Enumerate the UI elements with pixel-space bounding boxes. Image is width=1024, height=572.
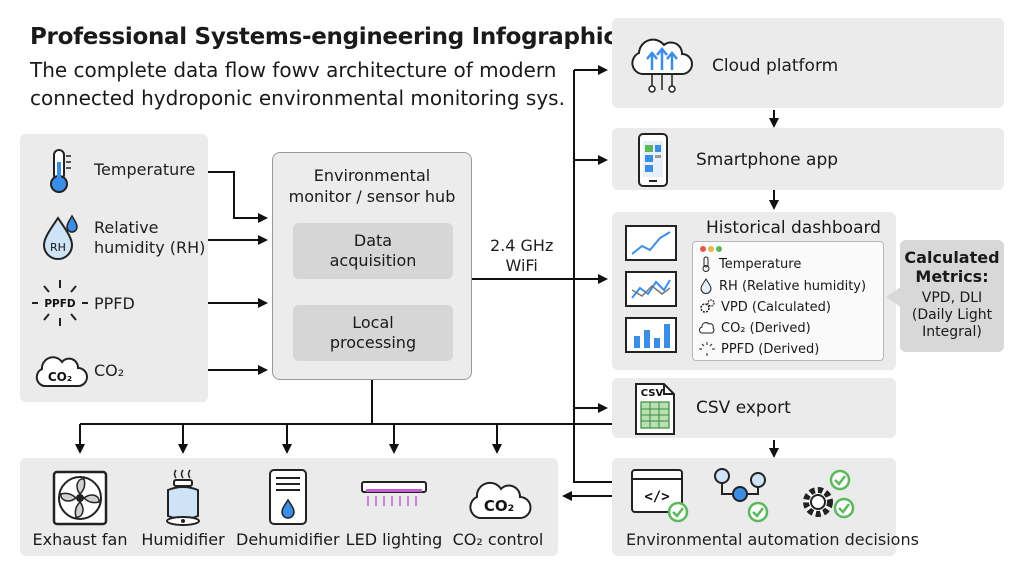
humidity-drop-icon [700,278,712,294]
sensor-label-ppfd: PPFD [94,294,135,313]
calculated-metrics-box: Calculated Metrics: VPD, DLI (Daily Ligh… [900,240,1004,352]
dashboard-row-label: VPD (Calculated) [721,299,831,315]
chart-thumbnails [625,225,677,353]
csv-file-icon: CSV [635,383,675,435]
humidifier-icon [166,469,200,526]
svg-text:RH: RH [50,241,66,254]
dashboard-row-label: PPFD (Derived) [721,341,820,357]
co2-cloud-icon [699,322,715,334]
page-title: Professional Systems-engineering Infogra… [30,24,617,50]
cloud-upload-icon [631,38,693,93]
code-window-icon: </> [631,469,689,523]
hub-title: Environmental monitor / sensor hub [288,166,456,206]
dashboard-row-rh: RH (Relative humidity) [699,276,866,296]
actuator-label-led-lighting: LED lighting [345,530,443,549]
sensor-label-humidity: Relative humidity (RH) [94,218,206,257]
metrics-pointer [886,286,902,308]
sensor-label-co2: CO₂ [94,361,125,380]
actuator-label-humidifier: Humidifier [141,530,225,549]
cloud-platform-label: Cloud platform [712,56,839,76]
metrics-title: Calculated Metrics: [904,248,1000,286]
dashboard-row-co2: CO₂ (Derived) [699,318,811,338]
csv-export-label: CSV export [696,398,791,418]
svg-text:</>: </> [644,489,669,505]
window-controls [700,246,722,252]
dashboard-row-ppfd: PPFD (Derived) [699,339,819,359]
led-light-icon [361,481,427,506]
sensor-hub: Environmental monitor / sensor hub Data … [272,152,472,380]
gears-icon [700,299,715,313]
dashboard-row-vpd: VPD (Calculated) [699,297,831,317]
ppfd-light-icon [699,342,715,356]
thermometer-icon [702,256,710,272]
dashboard-row-temperature: Temperature [699,254,801,274]
dashboard-row-label: CO₂ (Derived) [721,320,811,336]
svg-text:CO₂: CO₂ [484,497,514,515]
page-subtitle: The complete data flow fowv architecture… [30,58,565,110]
bar-chart-icon [625,317,677,353]
co2-control-icon: CO₂ [469,481,532,519]
humidity-drop-icon: RH [42,214,78,260]
dashboard-title: Historical dashboard [706,218,881,238]
metrics-body: VPD, DLI (Daily Light Integral) [911,290,993,340]
co2-cloud-icon: CO₂ [35,356,88,387]
actuator-label-exhaust-fan: Exhaust fan [32,530,128,549]
thermometer-icon [50,149,71,193]
smartphone-icon [638,133,668,187]
exhaust-fan-icon [52,470,108,526]
sensor-label-temperature: Temperature [94,160,196,179]
smartphone-panel [612,128,1004,190]
data-acquisition-stage: Data acquisition [293,223,453,279]
automation-label: Environmental automation decisions [626,530,919,549]
workflow-nodes-icon [714,468,769,523]
dashboard-row-label: Temperature [719,256,802,272]
local-processing-stage: Local processing [293,305,453,361]
smartphone-app-label: Smartphone app [696,150,839,170]
wave-chart-icon [625,271,677,307]
dashboard-window: Temperature RH (Relative humidity) VPD (… [692,241,884,361]
wifi-link-label: 2.4 GHz WiFi [490,236,554,275]
svg-text:CO₂: CO₂ [48,370,72,384]
dehumidifier-icon [269,469,307,525]
svg-text:PPFD: PPFD [44,298,76,310]
actuator-label-co2-control: CO₂ control [452,530,544,549]
actuator-label-dehumidifier: Dehumidifier [236,530,340,549]
settings-gear-icon [803,469,855,519]
svg-text:CSV: CSV [641,388,664,399]
line-chart-icon [625,225,677,261]
ppfd-light-icon: PPFD [32,280,88,326]
dashboard-row-label: RH (Relative humidity) [719,278,867,294]
